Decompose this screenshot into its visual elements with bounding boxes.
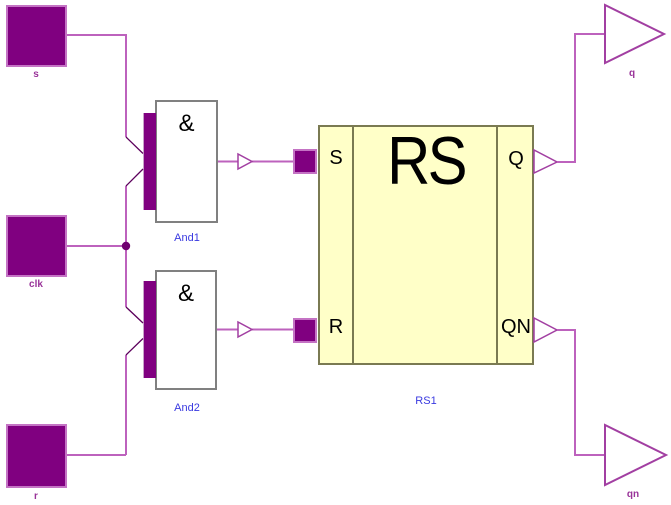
rs-qn-output-triangle-icon: [533, 316, 559, 344]
and1-output-triangle-icon: [237, 152, 254, 171]
output-qn-triangle[interactable]: [604, 423, 669, 487]
rs1-instance-label: RS1: [415, 395, 437, 407]
output-q-triangle[interactable]: [604, 3, 667, 65]
rs-port-r-label: R: [328, 316, 344, 338]
input-s-label: s: [33, 69, 39, 80]
clk-junction-dot: [121, 241, 131, 251]
rs-port-qn-label: QN: [501, 316, 531, 338]
rs-port-q-label: Q: [508, 148, 524, 170]
wire-q[interactable]: [557, 33, 605, 163]
and1-symbol: &: [178, 110, 195, 137]
wire-and2-input-top-diagonal[interactable]: [125, 306, 144, 324]
rs-symbol-text: RS: [387, 123, 467, 199]
rs-right-divider: [496, 127, 498, 363]
and1-gate[interactable]: [155, 100, 218, 223]
wire-and1-input-bottom-diagonal[interactable]: [125, 168, 144, 187]
rs-flipflop-block[interactable]: [318, 125, 534, 365]
output-q-label: q: [628, 68, 636, 79]
and1-instance-label: And1: [174, 232, 200, 244]
rs-port-s-label: S: [329, 147, 343, 169]
and2-gate[interactable]: [155, 270, 217, 390]
input-r-square[interactable]: [6, 424, 67, 488]
input-clk-label: clk: [29, 279, 43, 290]
input-s-square[interactable]: [6, 5, 67, 67]
and1-input-bar: [143, 113, 156, 210]
and2-instance-label: And2: [174, 402, 200, 414]
and2-output-triangle-icon: [237, 320, 254, 339]
rs-s-input-connector[interactable]: [293, 149, 317, 174]
wire-and1-input-top-diagonal[interactable]: [125, 136, 144, 154]
wire-and2-input-bottom-diagonal[interactable]: [125, 338, 144, 356]
input-r-label: r: [34, 491, 38, 502]
wire-s-to-and1[interactable]: [67, 34, 127, 137]
wire-qn[interactable]: [557, 329, 605, 456]
and2-symbol: &: [177, 280, 194, 307]
input-clk-square[interactable]: [6, 215, 67, 277]
rs-q-output-triangle-icon: [533, 148, 559, 175]
rs-left-divider: [352, 127, 354, 363]
output-qn-label: qn: [626, 489, 640, 500]
and2-input-bar: [143, 281, 156, 378]
rs-r-input-connector[interactable]: [293, 318, 317, 343]
